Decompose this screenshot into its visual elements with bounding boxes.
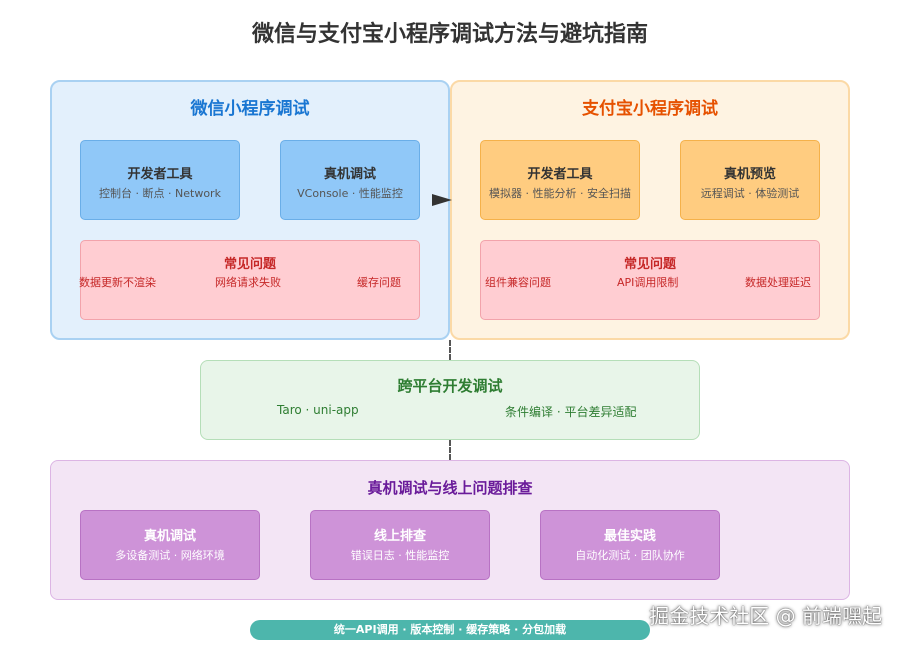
wechat-issues-title: 常见问题 xyxy=(223,257,276,272)
wechat-issue-item: 缓存问题 xyxy=(357,276,401,289)
watermark: 掘金技术社区 @ 前端嘿起 xyxy=(649,604,882,628)
wechat-panel-title: 微信小程序调试 xyxy=(190,99,310,119)
wechat-devtools-sub: 控制台 · 断点 · Network xyxy=(99,187,221,200)
alipay-panel-title: 支付宝小程序调试 xyxy=(582,99,718,119)
wechat-device-card: 真机调试 VConsole · 性能监控 xyxy=(280,140,420,220)
connector-line xyxy=(449,340,451,360)
arrow-icon xyxy=(432,194,452,206)
wechat-issue-item: 数据更新不渲染 xyxy=(79,276,156,289)
connector-line xyxy=(449,440,451,460)
alipay-devtools-sub: 模拟器 · 性能分析 · 安全扫描 xyxy=(489,187,631,200)
alipay-devtools-title: 开发者工具 xyxy=(527,167,593,182)
debug-card-title: 最佳实践 xyxy=(603,529,656,544)
wechat-devtools-card: 开发者工具 控制台 · 断点 · Network xyxy=(80,140,240,220)
debug-card-sub: 错误日志 · 性能监控 xyxy=(350,549,450,562)
cross-platform-title: 跨平台开发调试 xyxy=(397,377,503,395)
debug-card-practice: 最佳实践 自动化测试 · 团队协作 xyxy=(540,510,720,580)
wechat-issue-item: 网络请求失败 xyxy=(215,276,281,289)
alipay-issue-item: 数据处理延迟 xyxy=(745,276,811,289)
alipay-devtools-card: 开发者工具 模拟器 · 性能分析 · 安全扫描 xyxy=(480,140,640,220)
debug-card-online: 线上排查 错误日志 · 性能监控 xyxy=(310,510,490,580)
debug-card-sub: 自动化测试 · 团队协作 xyxy=(575,549,685,562)
wechat-device-title: 真机调试 xyxy=(323,167,376,182)
debug-card-sub: 多设备测试 · 网络环境 xyxy=(115,549,225,562)
footer-bar: 统一API调用 · 版本控制 · 缓存策略 · 分包加载 xyxy=(250,620,650,640)
alipay-issues-card: 常见问题 组件兼容问题 API调用限制 数据处理延迟 xyxy=(480,240,820,320)
wechat-issues-card: 常见问题 数据更新不渲染 网络请求失败 缓存问题 xyxy=(79,240,420,320)
debug-panel-title: 真机调试与线上问题排查 xyxy=(367,479,533,497)
cross-platform-right: 条件编译 · 平台差异适配 xyxy=(505,405,637,419)
cross-platform-box: 跨平台开发调试 Taro · uni-app 条件编译 · 平台差异适配 xyxy=(200,360,700,440)
debug-card-device: 真机调试 多设备测试 · 网络环境 xyxy=(80,510,260,580)
alipay-issues-title: 常见问题 xyxy=(623,257,676,272)
cross-platform-left: Taro · uni-app xyxy=(277,403,359,417)
alipay-issue-item: API调用限制 xyxy=(617,276,679,289)
page-title: 微信与支付宝小程序调试方法与避坑指南 xyxy=(251,22,648,47)
alipay-device-title: 真机预览 xyxy=(723,167,776,182)
alipay-device-card: 真机预览 远程调试 · 体验测试 xyxy=(680,140,820,220)
debug-card-title: 线上排查 xyxy=(373,529,426,544)
alipay-device-sub: 远程调试 · 体验测试 xyxy=(700,187,800,200)
wechat-devtools-title: 开发者工具 xyxy=(127,167,193,182)
alipay-issue-item: 组件兼容问题 xyxy=(485,276,551,289)
wechat-device-sub: VConsole · 性能监控 xyxy=(297,187,403,200)
debug-card-title: 真机调试 xyxy=(143,529,196,544)
